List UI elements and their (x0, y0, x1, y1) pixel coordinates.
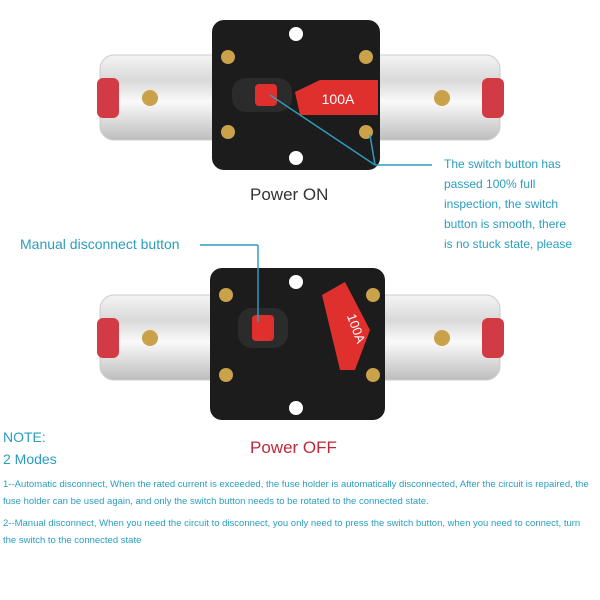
mode-1-text: 1--Automatic disconnect, When the rated … (3, 479, 589, 507)
breaker-power-on: 100A (97, 20, 504, 170)
notes-section: NOTE: 2 Modes 1--Automatic disconnect, W… (3, 426, 595, 549)
note-title: NOTE: (3, 429, 46, 445)
rating-label: 100A (322, 91, 355, 107)
note-line: is no stuck state, please (444, 237, 573, 251)
note-line: button is smooth, there (444, 217, 567, 231)
manual-button (255, 84, 277, 106)
switch-note: The switch button has passed 100% full i… (444, 154, 572, 254)
power-off-label: Power OFF (250, 438, 337, 457)
power-on-label: Power ON (250, 185, 329, 204)
manual-disconnect-label: Manual disconnect button (20, 236, 180, 252)
note-line: inspection, the switch (444, 197, 559, 211)
note-subtitle: 2 Modes (3, 451, 57, 467)
mode-2-text: 2--Manual disconnect, When you need the … (3, 518, 581, 546)
note-line: The switch button has (444, 157, 561, 171)
breaker-power-off: 100A (97, 244, 504, 420)
note-line: passed 100% full (444, 177, 536, 191)
